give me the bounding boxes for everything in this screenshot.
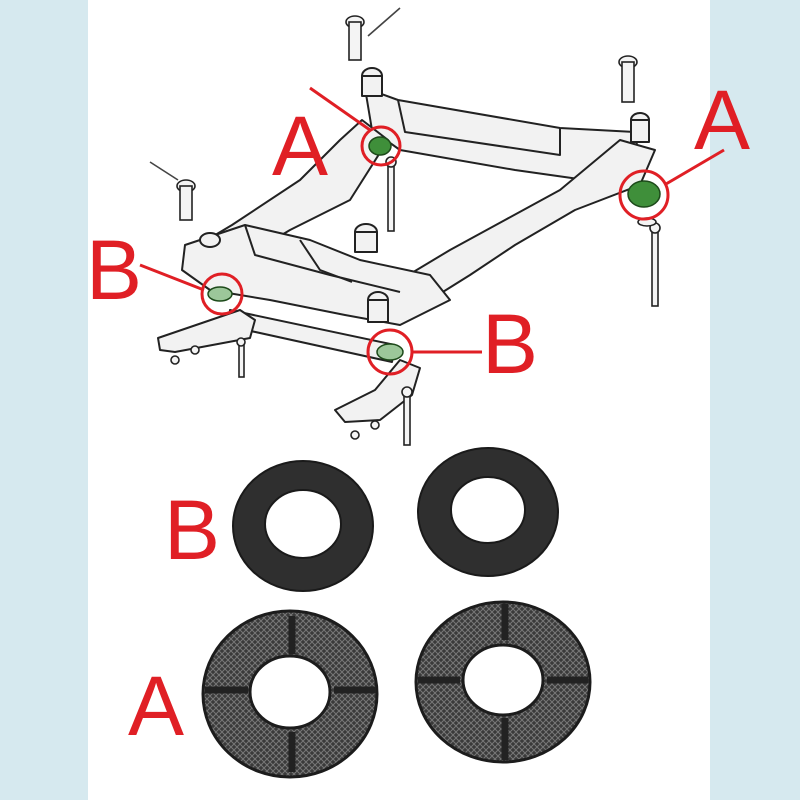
left-bracket	[157, 309, 256, 353]
label-a-top-left: A	[272, 99, 329, 193]
callout-circle-a-right	[618, 169, 670, 221]
nut-icon	[170, 355, 180, 365]
nut-icon	[350, 430, 360, 440]
label-b-left: B	[86, 223, 143, 317]
callout-circle-a-left	[360, 125, 402, 167]
label-a-top-right: A	[694, 73, 751, 167]
right-side-rail	[399, 139, 656, 301]
bolt-icon	[401, 386, 413, 446]
callout-circle-b-left	[200, 272, 244, 316]
label-b-right: B	[482, 297, 539, 391]
bolt-icon	[345, 7, 401, 61]
washer-ring-icon	[416, 447, 560, 577]
callouts	[139, 86, 725, 376]
subframe-drawing-icon	[157, 67, 656, 423]
bushing-ring-icon	[201, 609, 379, 779]
label-b-parts: B	[164, 483, 221, 577]
bolts	[149, 7, 661, 446]
nut-icon	[370, 420, 380, 430]
bolt-icon	[618, 55, 638, 103]
right-bracket	[334, 359, 421, 423]
highlighted-parts	[207, 136, 661, 361]
nut-icon	[190, 345, 200, 355]
callout-line-a-right	[665, 148, 725, 186]
bushing-a-right-highlight	[627, 180, 661, 208]
washer-b-left-highlight	[207, 286, 233, 302]
callout-line-b-left	[139, 263, 205, 292]
bolt-icon	[236, 337, 246, 378]
bolt-icon	[385, 156, 397, 232]
bolt-icon	[649, 222, 661, 307]
washer-b-right-highlight	[376, 343, 404, 361]
bushing-a-left-highlight	[368, 136, 392, 156]
callout-line-a-left	[309, 86, 371, 132]
washer-ring-icon	[231, 460, 375, 592]
bolt-icon	[149, 161, 196, 221]
label-a-parts: A	[128, 659, 185, 753]
bushing-ring-icon	[414, 600, 592, 764]
